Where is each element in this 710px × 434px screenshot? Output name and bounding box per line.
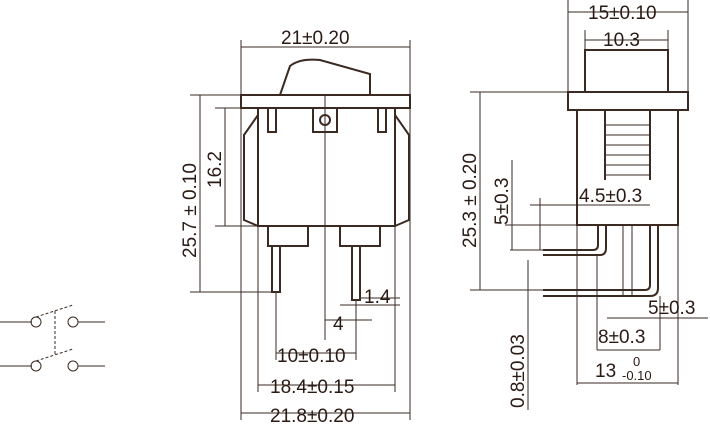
side-body-depth-tol-upper: 0	[633, 354, 640, 369]
side-body-depth-tol-lower: -0.10	[622, 368, 652, 383]
side-body	[576, 109, 679, 226]
front-width-top-label: 21±0.20	[281, 28, 350, 49]
front-bezel-width-label: 21.8±0.20	[270, 406, 354, 427]
front-view	[190, 40, 411, 420]
side-cap-width-label: 10.3	[603, 30, 640, 51]
side-pin-pitch-b-label: 8±0.3	[598, 327, 645, 348]
side-height-total-label: 25.3 ± 0.20	[460, 153, 481, 248]
front-body-width-label: 18.4±0.15	[270, 377, 354, 398]
front-pin-width-label: 1.4	[364, 287, 391, 308]
front-pin-offset-label: 4	[333, 314, 344, 335]
side-clips	[243, 114, 410, 227]
side-width-top-label: 15±0.10	[588, 3, 657, 24]
side-pin-thickness-label: 0.8±0.03	[508, 334, 529, 408]
side-pin-pitch-a-label: 5±0.3	[648, 298, 695, 319]
side-pin-upper	[543, 225, 607, 256]
side-pin-lower	[543, 225, 659, 297]
side-bezel	[567, 91, 689, 111]
side-pin-height-label: 5±0.3	[492, 178, 513, 225]
rocker-button	[278, 58, 371, 96]
side-view	[470, 0, 708, 410]
front-pin-spacing-label: 10±0.10	[277, 346, 346, 367]
front-height-body-label: 16.2	[205, 151, 226, 188]
dpst-switch-symbol-icon	[0, 304, 105, 372]
side-cap	[584, 49, 669, 93]
front-height-total-label: 25.7 ± 0.10	[180, 163, 201, 258]
side-pin-gap-label: 4.5±0.3	[579, 186, 642, 207]
side-body-depth-label: 13	[595, 361, 616, 382]
front-pins	[271, 246, 361, 301]
